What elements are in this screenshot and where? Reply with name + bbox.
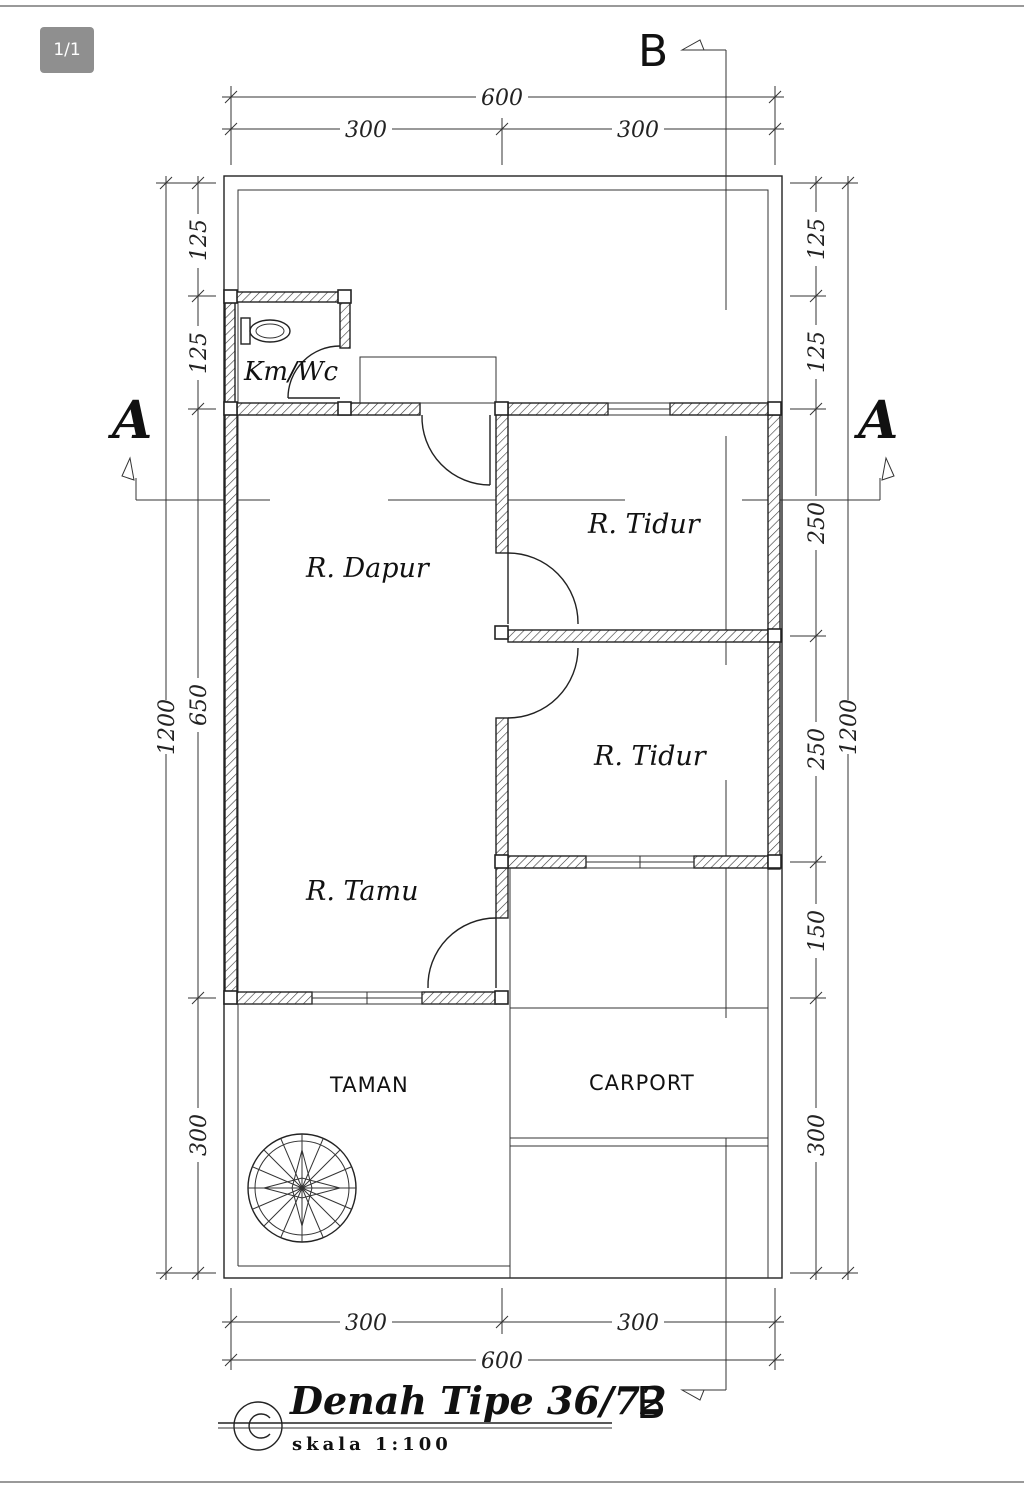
right-dimensions: 1200 125 125 250 250 150 300	[790, 176, 862, 1280]
dim-left-125b: 125	[187, 332, 212, 374]
dim-right-total: 1200	[837, 699, 862, 755]
room-label-tidur-2: R. Tidur	[593, 741, 708, 772]
dim-left-125a: 125	[187, 219, 212, 261]
room-label-carport: CARPORT	[589, 1071, 695, 1095]
dim-bottom-left: 300	[345, 1311, 387, 1336]
room-label-tamu: R. Tamu	[305, 876, 419, 907]
dim-top-right: 300	[617, 118, 659, 143]
exterior-areas	[237, 868, 768, 1278]
dim-right-125b: 125	[805, 331, 830, 373]
section-mark-a-left: A	[107, 390, 152, 451]
room-labels: Km/Wc R. Dapur R. Tidur R. Tidur R. Tamu…	[243, 357, 708, 1097]
top-dimensions: 600 300 300	[222, 84, 784, 165]
dim-left-total: 1200	[155, 699, 180, 755]
dim-bottom-total: 600	[481, 1349, 523, 1374]
dim-top-total: 600	[481, 86, 523, 111]
tree-icon	[247, 1133, 357, 1243]
dim-top-left: 300	[345, 118, 387, 143]
room-label-dapur: R. Dapur	[305, 553, 431, 584]
section-mark-b-top: B	[638, 26, 668, 77]
doors	[287, 345, 579, 989]
section-mark-a-right: A	[853, 390, 898, 451]
room-label-taman: TAMAN	[329, 1073, 409, 1097]
room-label-tidur-1: R. Tidur	[587, 509, 702, 540]
dim-left-300: 300	[187, 1114, 212, 1156]
dim-right-250b: 250	[805, 728, 830, 771]
dim-left-650: 650	[187, 684, 212, 726]
drawing-title: Denah Tipe 36/72	[289, 1378, 667, 1423]
toilet-icon	[240, 317, 291, 345]
columns	[223, 289, 782, 1005]
section-lines: A A B B	[107, 26, 898, 1429]
page-counter: 1/1	[40, 27, 94, 73]
left-dimensions: 1200 125 125 650 300	[153, 176, 216, 1280]
drawing-scale: skala 1:100	[292, 1434, 452, 1455]
bottom-dimensions: 300 300 600	[222, 1288, 784, 1374]
section-mark-b-bottom: B	[636, 1378, 666, 1429]
dim-right-150: 150	[805, 910, 830, 952]
dim-right-300: 300	[805, 1114, 830, 1156]
room-label-kmwc: Km/Wc	[243, 357, 339, 387]
dim-right-125a: 125	[805, 218, 830, 260]
title-block: Denah Tipe 36/72 skala 1:100	[218, 1378, 667, 1455]
dim-right-250a: 250	[805, 502, 830, 545]
dim-bottom-right: 300	[617, 1311, 659, 1336]
